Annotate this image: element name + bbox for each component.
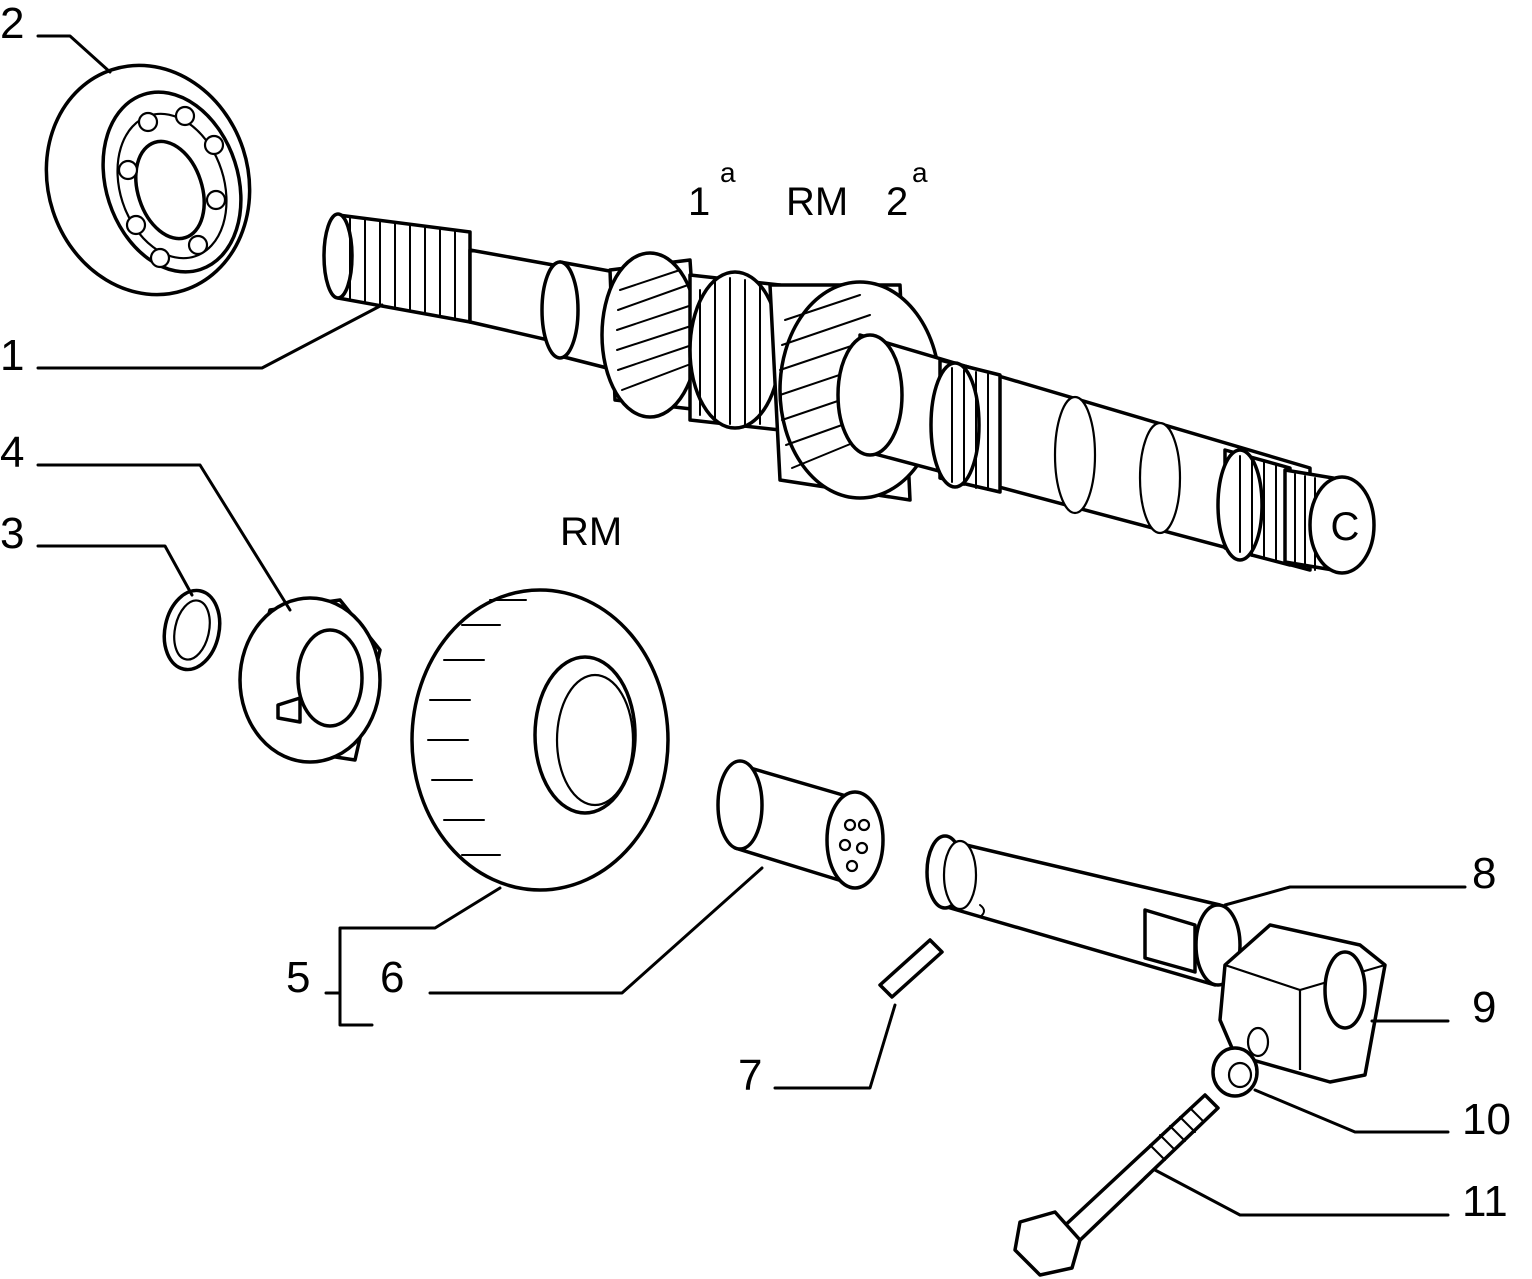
gear-mark-reverse-gear: RM (560, 510, 622, 554)
callout-6: 6 (380, 953, 404, 1002)
gear-reverse-on-shaft (688, 270, 782, 432)
bearing-balls (117, 105, 227, 269)
part-7-pin (878, 938, 944, 999)
callout-5: 5 (286, 953, 310, 1002)
gear-mark-first-sup: a (720, 157, 736, 188)
part-8-idler-shaft (925, 834, 1242, 987)
left-splines (349, 216, 456, 320)
leader-lines (36, 34, 1467, 1217)
callout-9: 9 (1472, 983, 1496, 1032)
callout-11: 11 (1462, 1177, 1508, 1226)
shaft-end-mark: C (1331, 505, 1360, 549)
gear-teeth (427, 599, 527, 856)
callout-7: 7 (738, 1051, 762, 1100)
part-9-block (1218, 923, 1387, 1084)
part-2-ball-bearing (44, 63, 252, 297)
part-4-collar (238, 596, 382, 764)
callout-3: 3 (0, 509, 24, 558)
part-5-bushing (716, 759, 885, 890)
callout-4: 4 (0, 428, 24, 477)
callout-1: 1 (0, 331, 24, 380)
callout-10: 10 (1462, 1095, 1511, 1144)
gear-mark-reverse-top: RM (786, 180, 848, 224)
part-11-bolt (1013, 1093, 1220, 1277)
gear-mark-first: 1 (688, 180, 710, 224)
part-1-main-shaft (322, 212, 1376, 575)
part-3-ring (162, 588, 222, 672)
gear-first (600, 251, 702, 419)
gear-mark-second: 2 (886, 180, 908, 224)
part-6-reverse-gear (410, 588, 670, 892)
gear-mark-second-sup: a (912, 157, 928, 188)
callout-2: 2 (0, 0, 24, 48)
callout-8: 8 (1472, 849, 1496, 898)
part-10-washer (1211, 1046, 1259, 1098)
